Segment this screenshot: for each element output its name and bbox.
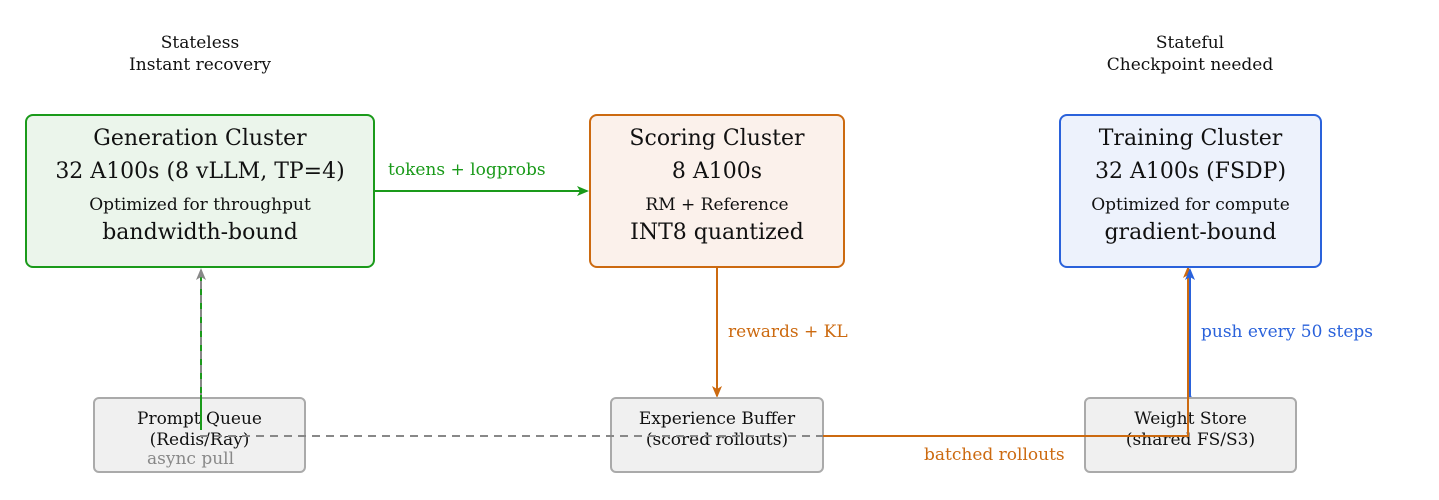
rewards-kl-label: rewards + KL: [728, 322, 848, 342]
push-steps-label: push every 50 steps: [1201, 322, 1374, 342]
training-cluster-note: Optimized for compute: [1091, 195, 1290, 215]
training-cluster-title: Training Cluster: [1098, 126, 1283, 151]
training-cluster-bound: gradient-bound: [1104, 220, 1277, 245]
scoring-cluster-title: Scoring Cluster: [629, 126, 805, 151]
training-state-note: Stateful Checkpoint needed: [1090, 32, 1290, 76]
experience-buffer-node: Experience Buffer (scored rollouts): [610, 397, 824, 473]
generation-state-note: Stateless Instant recovery: [100, 32, 300, 76]
batched-rollouts-label: batched rollouts: [924, 445, 1065, 465]
scoring-cluster-bound: INT8 quantized: [630, 220, 804, 245]
prompt-queue-subtitle: (Redis/Ray): [149, 430, 250, 450]
generation-state-line1: Stateless: [160, 33, 240, 53]
weight-store-title: Weight Store: [1134, 409, 1247, 429]
prompt-queue-title: Prompt Queue: [137, 409, 262, 429]
generation-cluster-hardware: 32 A100s (8 vLLM, TP=4): [55, 159, 345, 184]
weight-store-node: Weight Store (shared FS/S3): [1084, 397, 1297, 473]
generation-cluster-note: Optimized for throughput: [89, 195, 311, 215]
scoring-cluster-node: Scoring Cluster 8 A100s RM + Reference I…: [589, 114, 845, 268]
scoring-cluster-hardware: 8 A100s: [671, 159, 763, 184]
scoring-cluster-note: RM + Reference: [645, 195, 789, 215]
experience-buffer-subtitle: (scored rollouts): [645, 430, 789, 450]
generation-cluster-bound: bandwidth-bound: [102, 220, 298, 245]
generation-cluster-node: Generation Cluster 32 A100s (8 vLLM, TP=…: [25, 114, 375, 268]
experience-buffer-title: Experience Buffer: [638, 409, 796, 429]
training-cluster-node: Training Cluster 32 A100s (FSDP) Optimiz…: [1059, 114, 1322, 268]
training-cluster-hardware: 32 A100s (FSDP): [1094, 159, 1287, 184]
training-state-line2: Checkpoint needed: [1106, 55, 1274, 75]
generation-state-line2: Instant recovery: [129, 55, 271, 75]
generation-cluster-title: Generation Cluster: [93, 126, 307, 151]
weight-store-subtitle: (shared FS/S3): [1125, 430, 1256, 450]
training-state-line1: Stateful: [1155, 33, 1225, 53]
async-pull-label: async pull: [147, 449, 235, 469]
tokens-logprobs-label: tokens + logprobs: [388, 160, 546, 180]
